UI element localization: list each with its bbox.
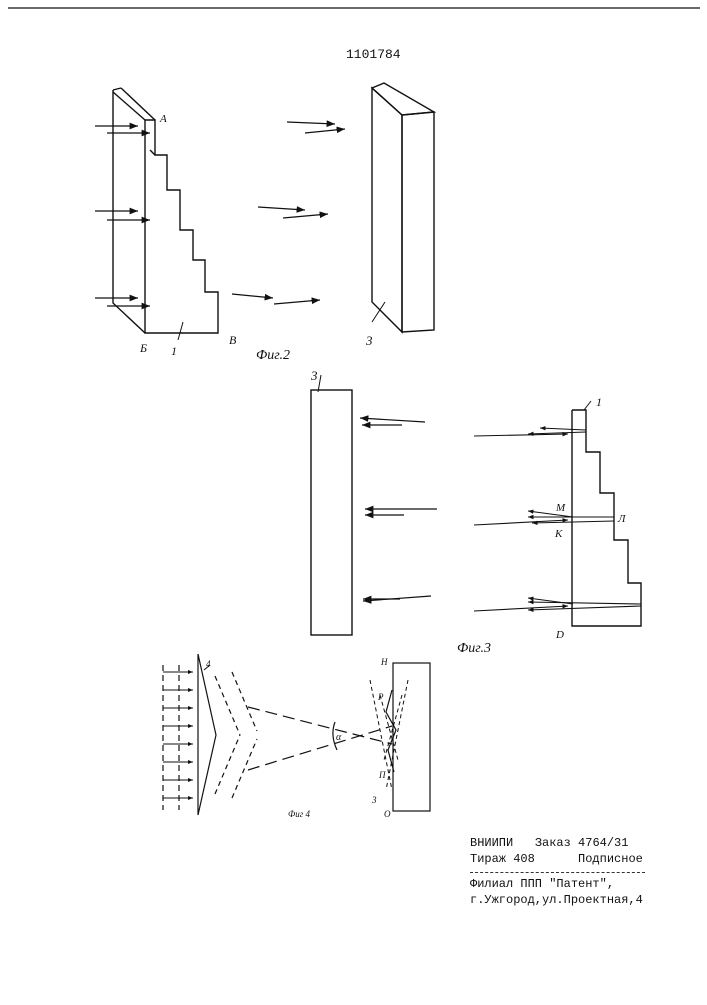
fig4-label-4: 4 (206, 659, 211, 669)
fig4-caption: Фиг 4 (288, 809, 310, 819)
patent-number: 1101784 (346, 47, 401, 62)
fig2-label-b: Б (139, 341, 147, 355)
footer-address: г.Ужгород,ул.Проектная,4 (470, 892, 700, 908)
fig4-screen (393, 663, 430, 811)
fig2-label-v: В (229, 333, 237, 347)
fig2-label-1: 1 (171, 344, 177, 358)
fig4-drawing (163, 654, 430, 815)
footer-print-run: Тираж 408 (470, 852, 535, 866)
fig4-wavefronts (215, 672, 257, 798)
fig3-stepped-element (572, 401, 641, 626)
fig4-label-alpha: α (336, 732, 342, 743)
footer-divider (470, 872, 645, 873)
footer-branch: Филиал ППП "Патент", (470, 876, 700, 892)
fig3-arrows-bundle (474, 428, 641, 611)
fig3-label-d: D (555, 629, 564, 641)
fig4-fringes (370, 680, 408, 790)
fig4-incoming-wave (163, 665, 179, 810)
fig2-arrows-left (95, 126, 150, 306)
fig4-label-p: Р (377, 692, 384, 702)
fig4-label-3: 3 (371, 795, 377, 805)
fig4-wave-ticks (163, 672, 193, 798)
fig3-label-m: М (555, 502, 566, 514)
fig2-caption: Фиг.2 (256, 348, 290, 363)
fig2-arrows-middle (232, 122, 345, 304)
fig3-label-l: Л (617, 513, 626, 525)
fig2-label-3: 3 (365, 333, 373, 348)
fig3-arrows-to-screen (360, 418, 437, 601)
fig4-rays (248, 707, 392, 770)
fig4-label-o: О (384, 809, 391, 819)
fig4-label-n-top: Н (380, 657, 388, 667)
fig3-caption: Фиг.3 (457, 641, 491, 656)
footer-vniipi: ВНИИПИ (470, 836, 513, 850)
fig2-label-a: А (159, 113, 167, 125)
fig4-biprism (198, 654, 216, 815)
fig3-drawing (311, 375, 641, 635)
footer-order: Заказ 4764/31 (535, 836, 629, 850)
fig3-label-1: 1 (596, 395, 602, 409)
fig2-drawing (95, 83, 434, 340)
footer-line-2: Тираж 408 Подписное (470, 851, 700, 867)
fig3-screen (311, 390, 352, 635)
footer-line-1: ВНИИПИ Заказ 4764/31 (470, 835, 700, 851)
fig2-screen-block (372, 83, 434, 332)
fig3-label-3: 3 (310, 368, 318, 383)
publication-footer: ВНИИПИ Заказ 4764/31 Тираж 408 Подписное… (470, 835, 700, 908)
fig3-label-k: К (554, 528, 563, 540)
fig4-label-n-mid: П (378, 770, 386, 780)
footer-subscription: Подписное (578, 852, 643, 866)
